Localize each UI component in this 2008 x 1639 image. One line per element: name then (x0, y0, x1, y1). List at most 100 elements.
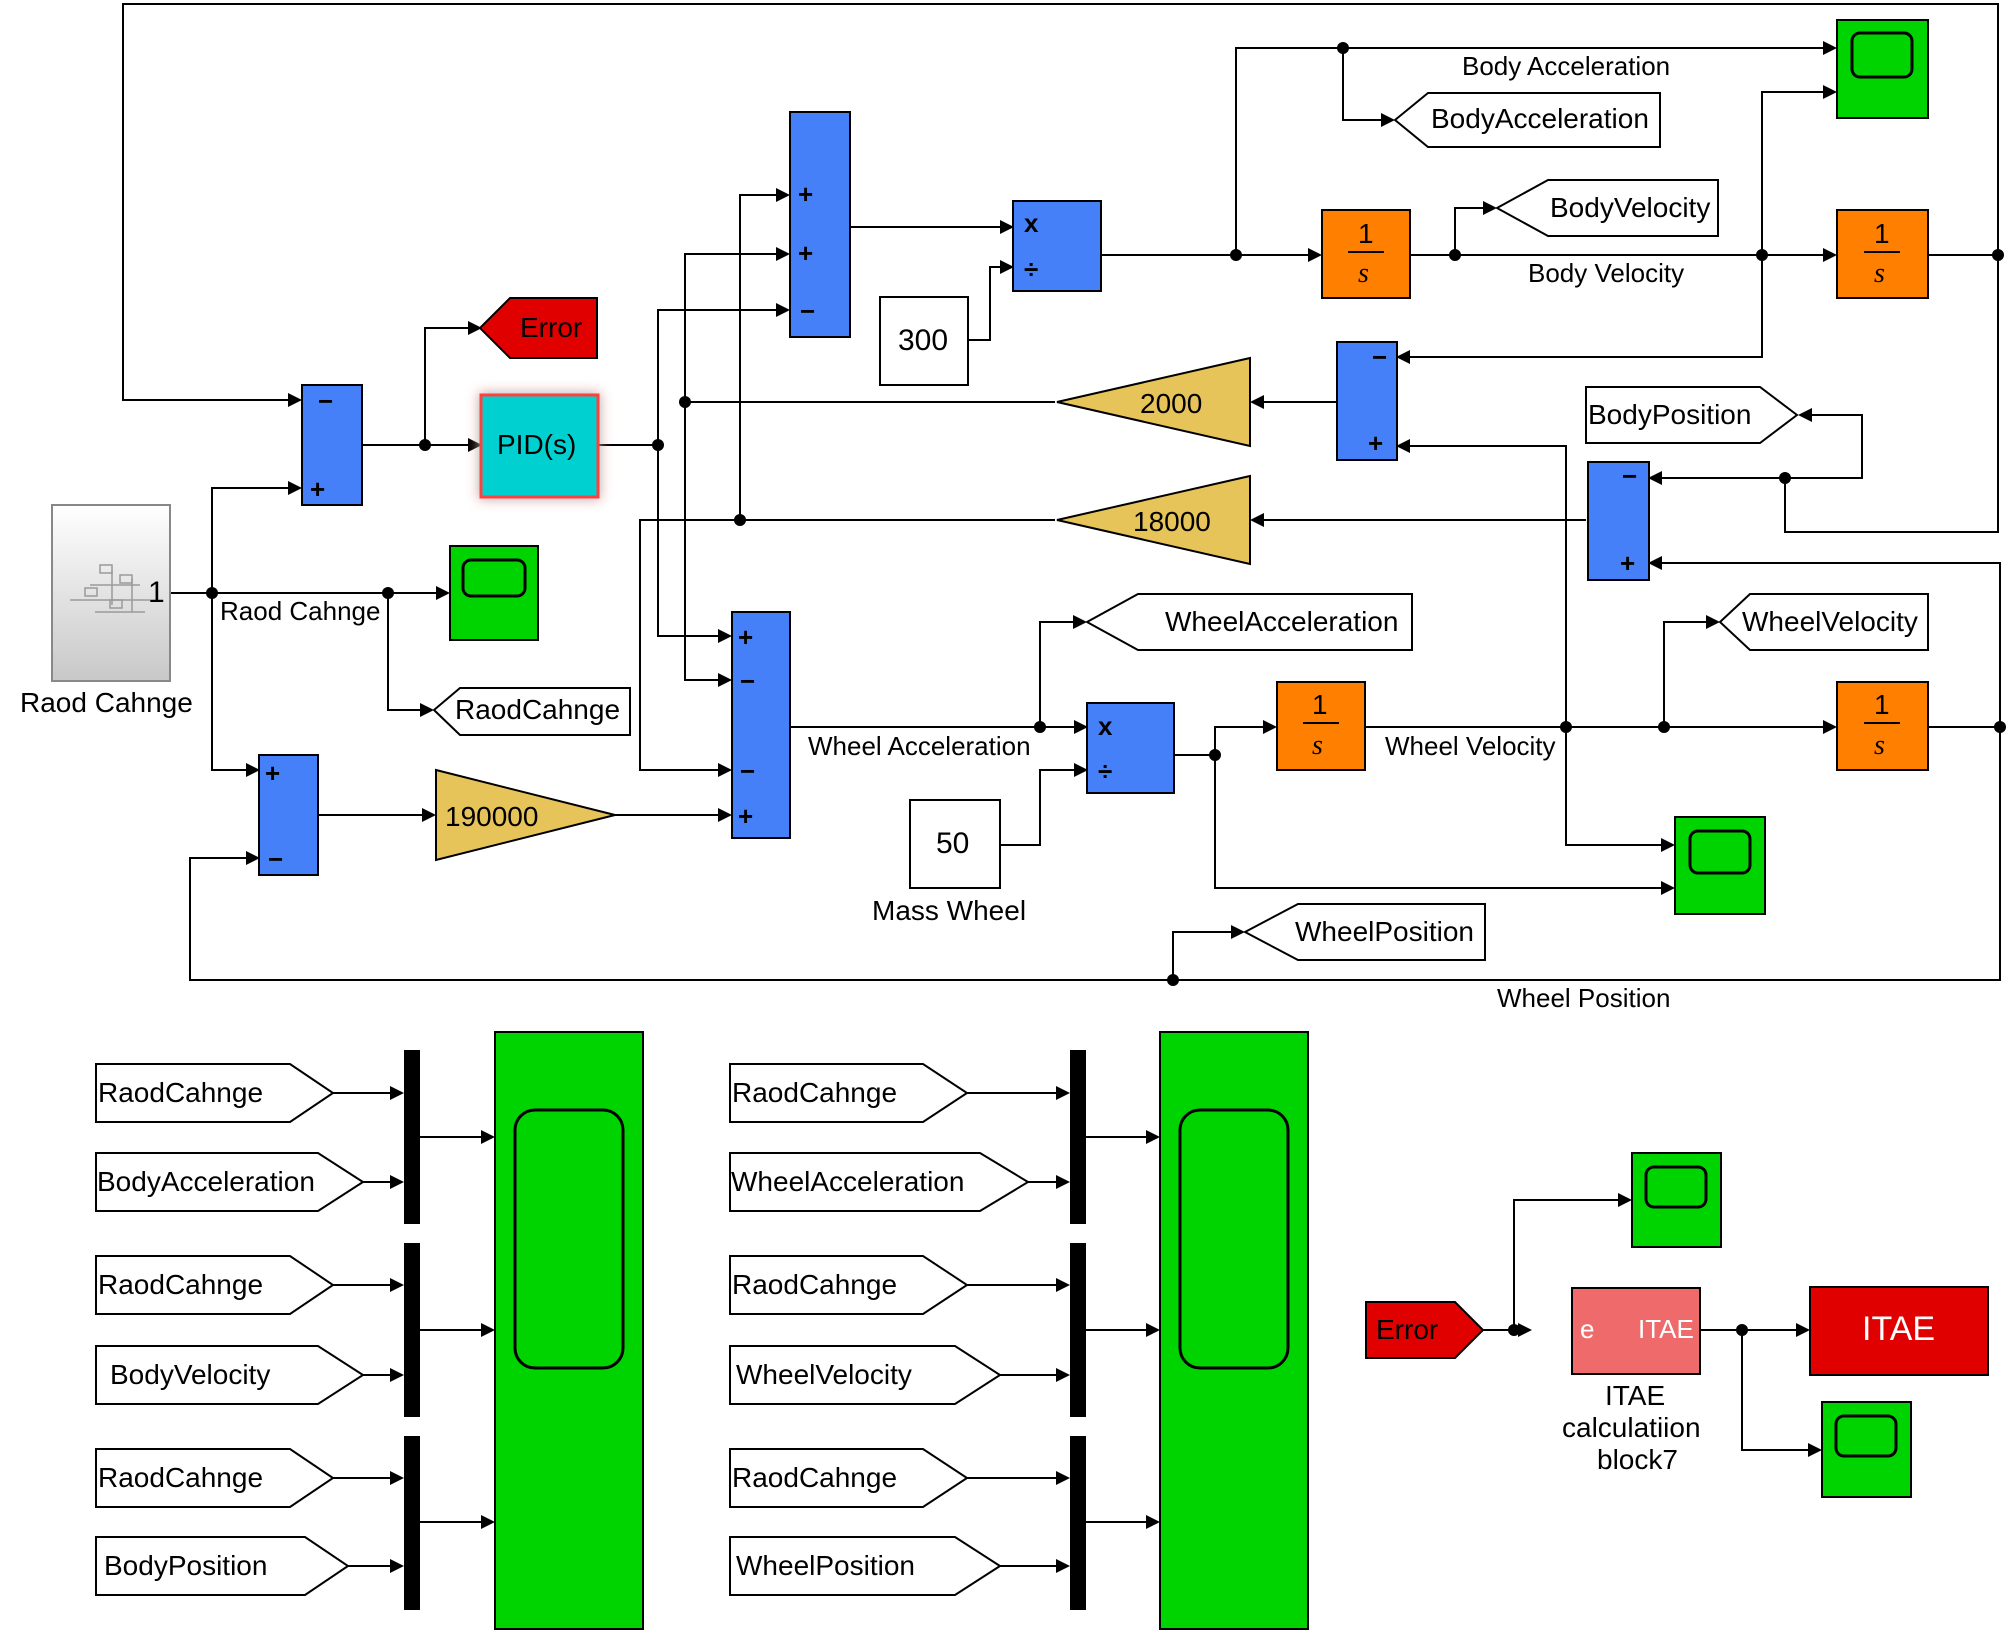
mux-right-2[interactable] (1070, 1243, 1086, 1417)
mux-right-1[interactable] (1070, 1050, 1086, 1224)
integrator-wheel-position[interactable]: 1 s (1836, 681, 1929, 771)
gain-block-190000[interactable]: 190000 (435, 768, 616, 862)
svg-text:ITAE: ITAE (1862, 1310, 1935, 1348)
svg-text:+: + (738, 801, 753, 831)
itae-display-block[interactable]: ITAE (1809, 1286, 1989, 1376)
mux-right-3[interactable] (1070, 1436, 1086, 1610)
road-source-value: 1 (148, 576, 165, 609)
goto-tag-wheel-position[interactable]: WheelPosition (1242, 903, 1486, 961)
constant-block-300[interactable]: 300 (879, 296, 969, 386)
wire-body-accel-to-goto[interactable] (1342, 48, 1395, 127)
wire-300-to-product[interactable] (968, 260, 1014, 341)
svg-text:RaodCahnge: RaodCahnge (98, 1462, 263, 1493)
gain-block-18000[interactable]: 18000 (1056, 474, 1251, 566)
from-tag-left-3[interactable]: RaodCahnge (95, 1255, 335, 1315)
svg-text:RaodCahnge: RaodCahnge (732, 1077, 897, 1108)
error-goto-tag[interactable]: Error (478, 297, 598, 359)
wire-wheel-position-feedback[interactable] (189, 725, 2001, 981)
sum-block-position-diff[interactable]: − + (1587, 461, 1650, 581)
svg-text:RaodCahnge: RaodCahnge (98, 1077, 263, 1108)
from-tag-right-3[interactable]: RaodCahnge (729, 1255, 969, 1315)
wire-gain18000-to-sum-wheel[interactable] (639, 519, 1055, 777)
goto-tag-wheel-velocity[interactable]: WheelVelocity (1718, 593, 1929, 651)
sum-block-error[interactable]: − + (301, 384, 363, 506)
from-tag-left-6[interactable]: BodyPosition (95, 1536, 350, 1596)
gain-block-2000[interactable]: 2000 (1056, 356, 1251, 448)
wire-wheel-velocity-to-diff[interactable] (1396, 439, 1567, 727)
mux-left-3[interactable] (404, 1436, 420, 1610)
sum-block-body[interactable]: + + − (789, 111, 851, 338)
wire-wheel-accel-to-scope[interactable] (1214, 755, 1675, 895)
scope-wheel[interactable] (1674, 816, 1766, 915)
goto-tag-road-change[interactable]: RaodCahnge (432, 687, 631, 736)
product-block-wheel[interactable]: x ÷ (1086, 702, 1175, 794)
wire-pid-to-sum-wheel[interactable] (657, 445, 732, 643)
wire-to-error-goto[interactable] (424, 321, 482, 445)
wire-gain18000-to-sum-body[interactable] (739, 188, 790, 520)
from-tag-right-1[interactable]: RaodCahnge (729, 1063, 969, 1123)
scope-large-left[interactable] (494, 1031, 644, 1630)
sum-block-tire[interactable]: + − (258, 754, 319, 876)
wire-wheel-position-to-diff[interactable] (1648, 556, 2001, 725)
wire-50-to-product[interactable] (1000, 763, 1088, 846)
integrator-body-velocity[interactable]: 1 s (1321, 209, 1411, 299)
itae-group: Error e ITAE ITAE calculatiion block7 IT… (1365, 1152, 1989, 1498)
svg-text:RaodCahnge: RaodCahnge (732, 1269, 897, 1300)
sum-block-velocity-diff[interactable]: − + (1336, 341, 1398, 461)
from-tag-left-2[interactable]: BodyAcceleration (95, 1152, 365, 1212)
signal-label-wheel-position: Wheel Position (1497, 983, 1670, 1013)
from-tag-left-1[interactable]: RaodCahnge (95, 1063, 335, 1123)
error-from-tag[interactable]: Error (1365, 1301, 1485, 1359)
goto-tag-body-velocity[interactable]: BodyVelocity (1494, 179, 1719, 237)
integrator-wheel-velocity[interactable]: 1 s (1276, 681, 1366, 771)
wire-product-to-int3[interactable] (1173, 720, 1277, 756)
wire-body-velocity-to-scope[interactable] (1761, 85, 1837, 255)
wire-gain2000-to-sum-wheel[interactable] (684, 401, 1055, 687)
wire-road-to-sum1[interactable] (170, 481, 302, 594)
scope-large-right[interactable] (1159, 1031, 1309, 1630)
from-tag-left-5[interactable]: RaodCahnge (95, 1448, 335, 1508)
from-tag-left-4[interactable]: BodyVelocity (95, 1345, 365, 1405)
from-tag-right-2[interactable]: WheelAcceleration (729, 1152, 1030, 1212)
goto-tag-body-position[interactable]: BodyPosition (1585, 386, 1799, 444)
svg-text:s: s (1312, 730, 1323, 761)
road-source-block[interactable]: 1 (51, 504, 171, 682)
scope-body[interactable] (1836, 19, 1929, 119)
integrator-body-position[interactable]: 1 s (1836, 209, 1929, 299)
wire-wheel-velocity-to-scope[interactable] (1565, 727, 1675, 852)
scope-itae[interactable] (1821, 1401, 1912, 1498)
wire-body-accel-to-scope[interactable] (1235, 41, 1837, 255)
svg-text:2000: 2000 (1140, 388, 1202, 419)
svg-text:s: s (1874, 258, 1885, 289)
wire-wheel-accel-to-goto[interactable] (1039, 615, 1087, 727)
wire-wheel-velocity-to-goto[interactable] (1663, 615, 1720, 727)
itae-calculation-block[interactable]: e ITAE (1571, 1287, 1701, 1375)
mux-left-1[interactable] (404, 1050, 420, 1224)
svg-text:+: + (798, 179, 813, 209)
from-tag-right-4[interactable]: WheelVelocity (729, 1345, 1002, 1405)
wire-body-velocity-to-goto[interactable] (1454, 201, 1497, 255)
sum-block-wheel[interactable]: + − − + (731, 611, 791, 839)
svg-text:−: − (1622, 461, 1637, 491)
mux-left-2[interactable] (404, 1243, 420, 1417)
wire-pid-to-sum-body[interactable] (657, 303, 790, 445)
wire-gain2000-to-sum-body[interactable] (684, 247, 790, 402)
wire-road-to-sum3[interactable] (211, 593, 260, 777)
pid-controller-block[interactable]: PID(s) (479, 393, 600, 499)
from-tag-right-6[interactable]: WheelPosition (729, 1536, 1002, 1596)
svg-text:+: + (738, 622, 753, 652)
product-block-body[interactable]: x ÷ (1012, 200, 1102, 292)
svg-text:−: − (318, 386, 333, 416)
scope-road-change[interactable] (449, 545, 539, 641)
wire-body-position-to-goto[interactable] (1784, 254, 1999, 533)
wire-body-position-feedback[interactable] (122, 3, 1999, 407)
wire-wheel-position-to-goto[interactable] (1172, 925, 1245, 980)
from-tag-right-5[interactable]: RaodCahnge (729, 1448, 969, 1508)
constant-block-mass-wheel[interactable]: 50 (909, 799, 1001, 889)
wire-road-to-goto[interactable] (387, 593, 434, 717)
scope-error[interactable] (1631, 1152, 1722, 1248)
goto-tag-body-acceleration[interactable]: BodyAcceleration (1393, 92, 1661, 148)
goto-tag-wheel-acceleration[interactable]: WheelAcceleration (1084, 593, 1413, 651)
wire-body-velocity-to-diff[interactable] (1396, 255, 1763, 364)
